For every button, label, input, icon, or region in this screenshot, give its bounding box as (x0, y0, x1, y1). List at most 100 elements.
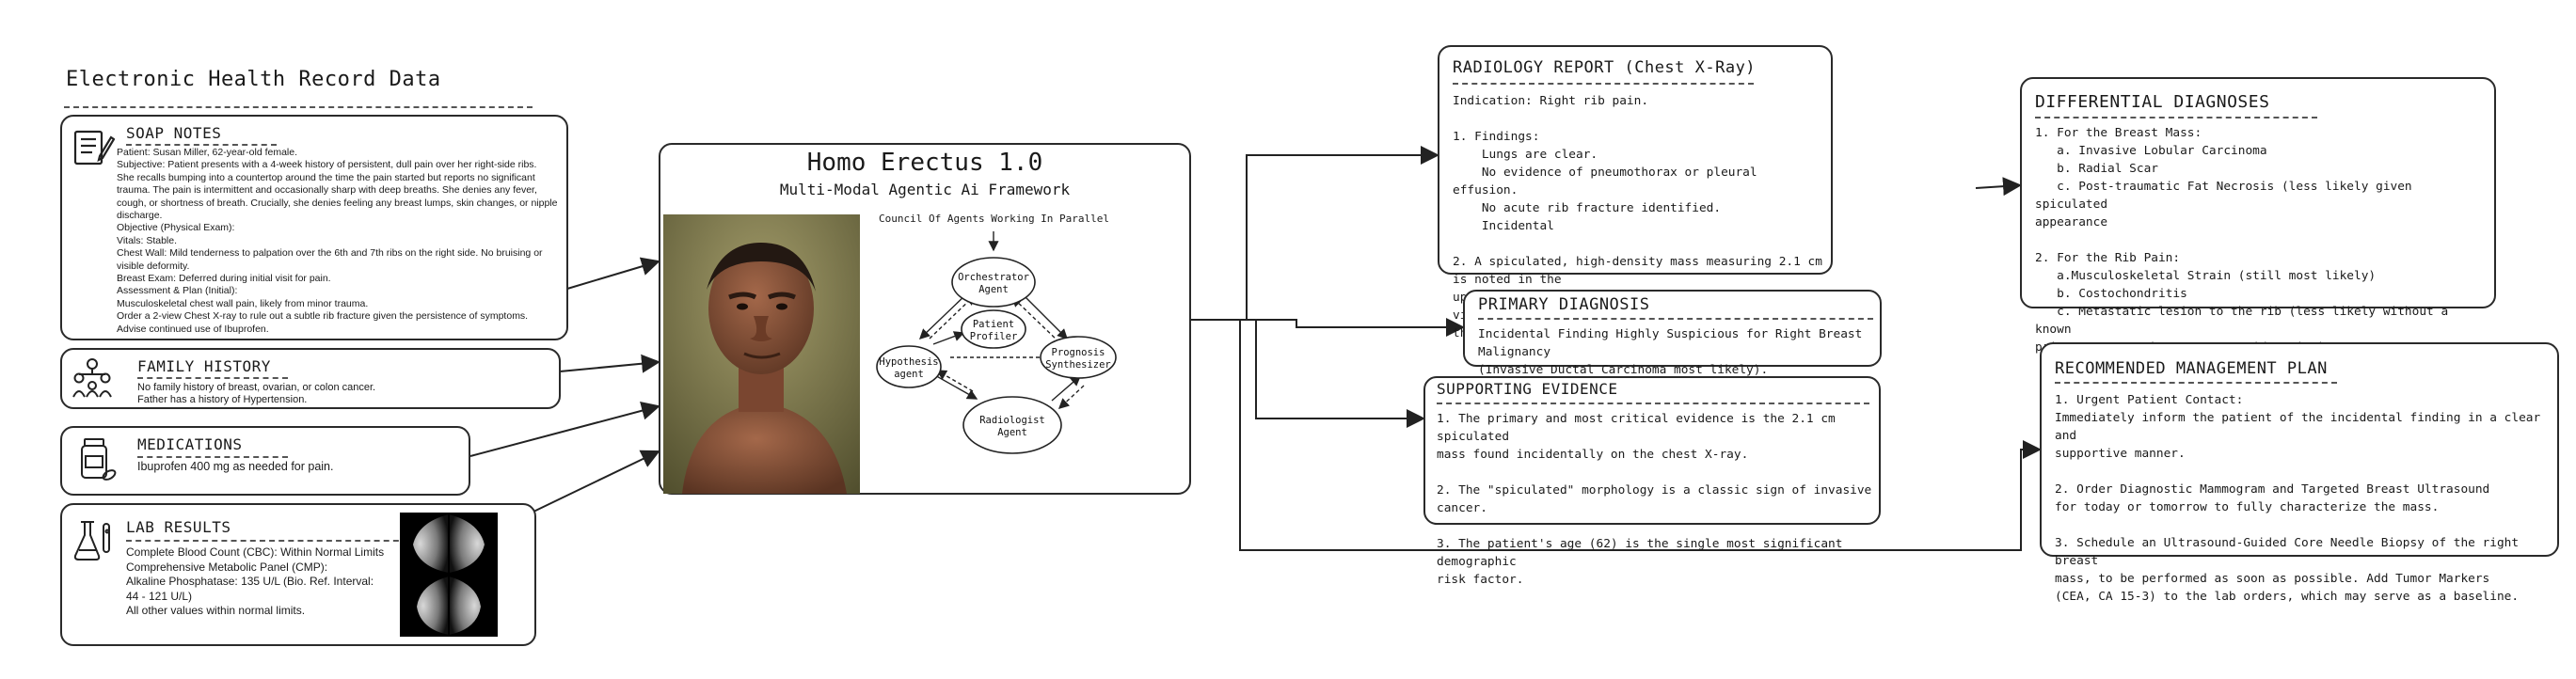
medications-title: MEDICATIONS (137, 435, 243, 453)
ehr-title: Electronic Health Record Data (66, 68, 441, 91)
text-line: 1. Urgent Patient Contact: (2055, 393, 2244, 407)
hypothesis-label-1: Hypothesis (879, 356, 938, 368)
radiologist-label-1: Radiologist (979, 415, 1045, 426)
text-line: b. Radial Scar (2035, 162, 2158, 176)
text-line: 2. For the Rib Pain: (2035, 251, 2181, 265)
family-history-card: FAMILY HISTORY No family history of brea… (60, 348, 561, 409)
supporting-evidence-card: SUPPORTING EVIDENCE 1. The primary and m… (1423, 376, 1881, 587)
text-line: c. Metastatic lesion to the rib (less li… (2035, 305, 2456, 337)
prognosis-label-2: Synthesizer (1045, 359, 1111, 371)
text-line: Incidental (1453, 219, 1554, 233)
supporting-title-underline (1437, 403, 1869, 404)
profiler-node (961, 309, 1026, 349)
mammogram-image (400, 513, 498, 637)
text-line (2055, 516, 2558, 534)
text-line: appearance (2035, 215, 2108, 229)
family-title-underline (137, 377, 288, 379)
text-line: No evidence of pneumothorax or pleural e… (1453, 166, 1765, 197)
soap-title-underline (126, 144, 277, 146)
orchestrator-node (951, 257, 1036, 308)
supporting-evidence-text: 1. The primary and most critical evidenc… (1437, 410, 1879, 589)
pill-bottle-icon (79, 437, 117, 488)
text-line: 1. For the Breast Mass: (2035, 126, 2202, 140)
differential-text: 1. For the Breast Mass: a. Invasive Lobu… (2035, 124, 2491, 356)
lab-results-text: Complete Blood Count (CBC): Within Norma… (126, 545, 408, 619)
framework-title: Homo Erectus 1.0 (806, 149, 1043, 177)
prognosis-label-1: Prognosis (1052, 347, 1105, 358)
text-line: Assessment & Plan (Initial): (117, 285, 238, 297)
text-line: (CEA, CA 15-3) to the lab orders, which … (2055, 590, 2520, 604)
text-line (2035, 231, 2491, 249)
text-line: Vitals: Stable. (117, 234, 178, 246)
supporting-evidence-title: SUPPORTING EVIDENCE (1437, 380, 1618, 398)
text-line: Advise continued use of Ibuprofen. (117, 323, 269, 335)
text-line: Incidental Finding Highly Suspicious for… (1478, 327, 1870, 359)
text-line: 44 - 121 U/L) (126, 589, 193, 603)
prognosis-node (1040, 336, 1117, 379)
differential-diagnoses-card: DIFFERENTIAL DIAGNOSES 1. For the Breast… (2020, 77, 2496, 355)
orchestrator-label-2: Agent (978, 284, 1009, 295)
profiler-label-2: Profiler (970, 331, 1018, 342)
text-line: Complete Blood Count (CBC): Within Norma… (126, 545, 385, 559)
primary-title-underline (1478, 318, 1873, 320)
medications-text: Ibuprofen 400 mg as needed for pain. (137, 458, 333, 475)
text-line: discharge. (117, 210, 163, 222)
text-line: Musculoskeletal chest wall pain, likely … (117, 297, 369, 309)
text-line: Alkaline Phosphatase: 135 U/L (Bio. Ref.… (126, 575, 374, 588)
primary-diagnosis-card: PRIMARY DIAGNOSIS Incidental Finding Hig… (1463, 290, 1882, 377)
orchestrator-label-1: Orchestrator (958, 272, 1029, 283)
management-text: 1. Urgent Patient Contact:Immediately in… (2055, 391, 2558, 606)
management-title-underline (2055, 382, 2337, 384)
radiologist-node (962, 396, 1062, 454)
agent-council-diagram: Orchestrator Agent Patient Profiler Hypo… (876, 231, 1117, 454)
text-line: supportive manner. (2055, 447, 2186, 461)
text-line: risk factor. (1437, 573, 1524, 587)
soap-notes-card: SOAP NOTES Patient: Susan Miller, 62-yea… (60, 115, 568, 340)
family-history-text: No family history of breast, ovarian, or… (137, 382, 375, 407)
primary-diagnosis-title: PRIMARY DIAGNOSIS (1478, 295, 1650, 314)
text-line: b. Costochondritis (2035, 287, 2187, 301)
text-line: 3. The patient's age (62) is the single … (1437, 537, 1851, 569)
text-line: for today or tomorrow to fully character… (2055, 500, 2440, 514)
text-line: Order a 2-view Chest X-ray to rule out a… (117, 310, 529, 323)
text-line: 2. A spiculated, high-density mass measu… (1453, 255, 1830, 287)
text-line: Patient: Susan Miller, 62-year-old femal… (117, 147, 298, 158)
text-line: She recalls bumping into a countertop ar… (117, 171, 535, 183)
arrow-radiology (1246, 146, 1439, 320)
hypothesis-label-2: agent (894, 369, 924, 380)
text-line: trauma. The pain is intermittent and occ… (117, 184, 537, 197)
arrow-labs (531, 450, 660, 513)
text-line: Father has a history of Hypertension. (137, 394, 308, 406)
differential-title-underline (2035, 117, 2317, 118)
radiology-report-card: RADIOLOGY REPORT (Chest X-Ray) Indicatio… (1438, 45, 1833, 340)
text-line (1453, 110, 1829, 128)
family-icon (72, 357, 113, 404)
arrow-supporting (1255, 320, 1425, 428)
arrow-meds (469, 401, 660, 457)
soap-notes-title: SOAP NOTES (126, 124, 222, 142)
text-line: Objective (Physical Exam): (117, 222, 235, 234)
text-line: visible deformity. (117, 260, 190, 272)
family-history-title: FAMILY HISTORY (137, 357, 271, 375)
radiologist-label-2: Agent (997, 427, 1027, 438)
text-line: 2. Order Diagnostic Mammogram and Target… (2055, 482, 2490, 497)
arrow-family (559, 354, 660, 373)
framework-subtitle: Multi-Modal Agentic Ai Framework (779, 181, 1071, 198)
text-line: (Invasive Ductal Carcinoma most likely). (1478, 363, 1769, 377)
text-line: 2. The "spiculated" morphology is a clas… (1437, 483, 1879, 515)
lab-flask-icon (72, 518, 115, 567)
portrait-image (663, 214, 860, 494)
text-line: Indication: Right rib pain. (1453, 94, 1649, 108)
lab-results-title: LAB RESULTS (126, 518, 231, 536)
radiology-title-underline (1453, 83, 1754, 85)
text-line (1453, 235, 1829, 253)
text-line: No family history of breast, ovarian, or… (137, 382, 376, 393)
text-line: Lungs are clear. (1453, 148, 1598, 162)
text-line: Ibuprofen 400 mg as needed for pain. (137, 460, 334, 473)
text-line (1437, 517, 1879, 535)
text-line: Breast Exam: Deferred during initial vis… (117, 273, 331, 285)
primary-diagnosis-text: Incidental Finding Highly Suspicious for… (1478, 325, 1878, 379)
text-line: 1. Findings: (1453, 130, 1540, 144)
management-plan-card: RECOMMENDED MANAGEMENT PLAN 1. Urgent Pa… (2040, 342, 2559, 604)
